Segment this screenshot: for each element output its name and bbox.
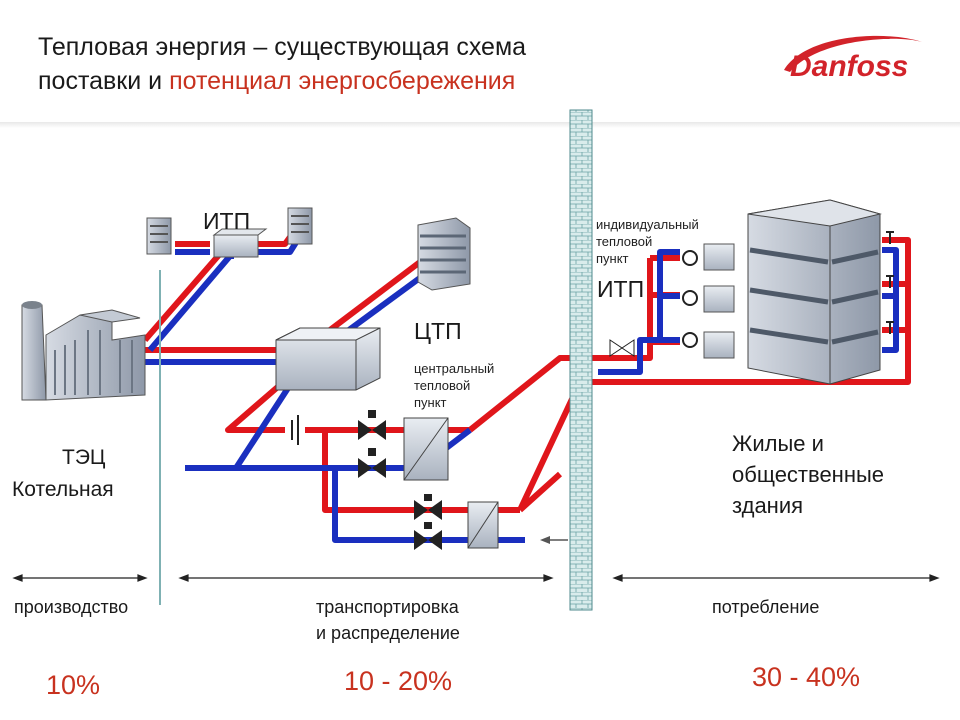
- label-itp-right: ИТП: [597, 276, 645, 302]
- itp-desc-line-1: индивидуальный: [596, 217, 699, 232]
- transport-line-2: и распределение: [316, 623, 460, 643]
- label-ctp: ЦТП: [414, 318, 462, 344]
- buildings-line-1: Жилые и: [732, 431, 824, 456]
- ctp-desc-line-1: центральный: [414, 361, 495, 376]
- label-plant-line-2: Котельная: [12, 478, 114, 501]
- heat-exchanger-icon: [403, 417, 449, 481]
- label-ctp-desc: центральный тепловой пункт: [414, 360, 494, 411]
- substation-box-icon: [275, 327, 381, 391]
- buildings-line-2: общественные: [732, 462, 885, 487]
- label-itp-desc: индивидуальный тепловой пункт: [596, 216, 699, 267]
- valve-icon: [609, 339, 635, 357]
- pipe-supply-to-itp-top: [142, 245, 232, 342]
- substation-box-icon: [703, 243, 735, 359]
- label-plant-line-1: ТЭЦ: [62, 446, 106, 469]
- pipe-supply-low-up: [517, 471, 563, 513]
- label-transport: транспортировка и распределение: [316, 594, 460, 646]
- pipe-supply-ctp-building: [328, 259, 422, 333]
- valve-icon: [358, 410, 386, 440]
- pipe-return-ctp-building: [336, 269, 430, 341]
- page-title: Тепловая энергия – существующая схема по…: [38, 30, 738, 98]
- ctp-desc-line-2: тепловой: [414, 378, 471, 393]
- pipe-supply-ctp-out: [225, 382, 285, 433]
- pump-icon: [682, 250, 698, 348]
- transport-line-1: транспортировка: [316, 597, 459, 617]
- substation-box-icon: [212, 228, 268, 258]
- pipe-return-branch-low: [332, 468, 525, 543]
- apartment-building-icon: [287, 207, 313, 245]
- pipe-return-to-itp-top: [147, 253, 234, 352]
- apartment-building-icon: [417, 217, 471, 291]
- logo-swoosh: [784, 35, 922, 72]
- itp-desc-line-2: тепловой: [596, 234, 653, 249]
- ctp-desc-line-3: пункт: [414, 395, 447, 410]
- apartment-building-icon: [747, 199, 882, 385]
- pipe-supply-branch-low: [322, 430, 520, 513]
- firewall-icon: [569, 109, 593, 611]
- title-line-2-plain: поставки и: [38, 67, 163, 95]
- label-production: производство: [14, 597, 129, 617]
- valve-icon: [358, 448, 386, 478]
- pipe-return-ctp-out: [185, 383, 293, 471]
- apartment-building-icon: [146, 217, 172, 255]
- buildings-line-3: здания: [732, 493, 804, 518]
- percent-transport: 10 - 20%: [344, 666, 453, 696]
- title-line-2: поставки и потенциал энергосбережения: [38, 64, 738, 98]
- pipe-return-riser: [657, 249, 680, 340]
- flange-icon: [291, 415, 299, 445]
- label-consumption: потребление: [712, 597, 820, 617]
- valve-icon: [414, 522, 442, 550]
- label-buildings: Жилые и общественные здания: [732, 428, 884, 521]
- heat-exchanger-icon: [467, 501, 499, 549]
- arrow-icon: [540, 536, 568, 544]
- title-line-1: Тепловая энергия – существующая схема: [38, 33, 527, 61]
- logo-text: Danfoss: [790, 50, 908, 83]
- chp-plant-icon: [21, 301, 146, 401]
- percent-production: 10%: [46, 670, 101, 700]
- danfoss-logo: Danfoss: [784, 35, 922, 83]
- section-arrows: [12, 574, 940, 582]
- header-divider: [0, 122, 960, 128]
- label-itp-top: ИТП: [203, 208, 251, 234]
- pipe-supply-return-loop: [580, 237, 911, 385]
- itp-desc-line-3: пункт: [596, 251, 629, 266]
- valve-icon: [414, 494, 442, 520]
- percent-consumption: 30 - 40%: [752, 662, 861, 692]
- thermostat-icon: [886, 231, 894, 334]
- pipe-return-loop: [882, 247, 899, 353]
- title-line-2-accent: потенциал энергосбережения: [169, 67, 516, 95]
